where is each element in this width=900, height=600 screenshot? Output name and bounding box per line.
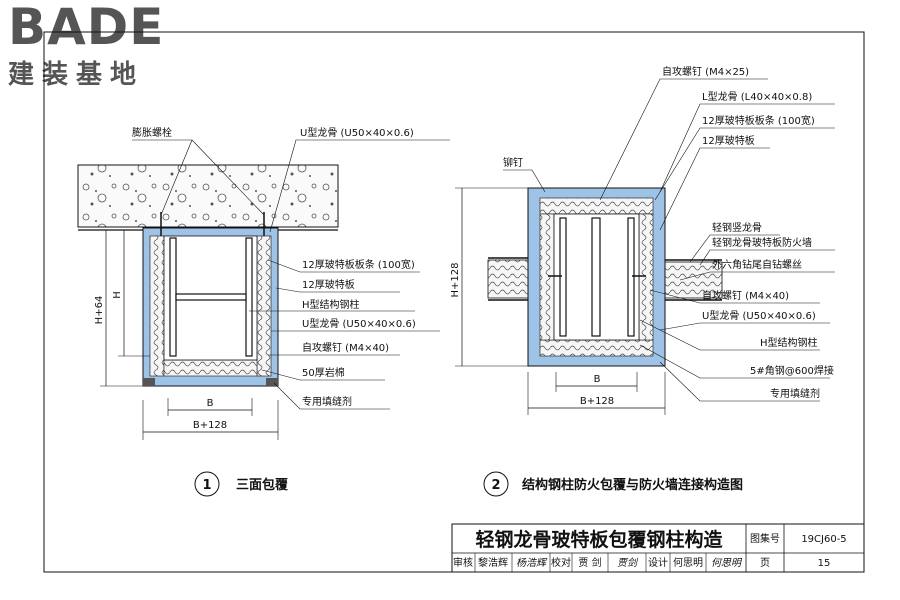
label-l-keel: L型龙骨 (L40×40×0.8) [702,90,812,103]
h-column-1 [169,237,253,357]
title-block: 轻钢龙骨玻特板包覆钢柱构造 图集号 19CJ60-5 审核 黎浩辉 杨浩辉 校对… [451,523,865,573]
atlas-number: 19CJ60-5 [801,534,846,545]
label-sealant-2: 专用填缝剂 [770,387,820,400]
label-rivet: 铆钉 [503,156,523,169]
dim-b-1: B [207,398,214,409]
dim-b-2: B [594,374,601,385]
review-label: 审核 [453,556,473,569]
design-label: 设计 [648,556,668,569]
detail-2-caption: 结构钢柱防火包覆与防火墙连接构造图 [522,477,743,493]
logo-subtitle: 建装基地 [8,60,145,90]
dim-b128-2: B+128 [580,396,614,407]
label-firewall: 轻钢龙骨玻特板防火墙 [712,236,812,249]
detail-2-number: 2 [491,478,500,493]
reviewer-name: 黎浩辉 [478,556,508,569]
dim-b128-1: B+128 [193,420,227,431]
label-h-column-1: H型结构钢柱 [302,298,360,311]
detail-2: B B+128 H+128 自攻螺钉 (M4×25) L型龙骨 (L40×40×… [450,65,835,497]
label-sealant-1: 专用填缝剂 [302,395,352,408]
dim-h128-2: H+128 [450,263,461,298]
label-screw-top: 自攻螺钉 (M4×25) [662,65,749,78]
drawing-title: 轻钢龙骨玻特板包覆钢柱构造 [475,528,723,551]
label-board-1: 12厚玻特板 [302,278,355,291]
dim-h64-1: H+64 [94,296,105,325]
label-strip-2: 12厚玻特板板条 (100宽) [702,114,815,127]
label-expansion-bolt: 膨胀螺栓 [132,126,172,139]
checker-signature: 贾剑 [617,557,639,569]
detail-1: B B+128 H+64 H 膨胀螺栓 U型龙骨 (U50×40×0.6) 12… [77,126,450,497]
detail-1-number: 1 [202,478,211,493]
label-u-keel-top: U型龙骨 (U50×40×0.6) [300,126,414,139]
page-label: 页 [760,557,770,569]
label-angle: 5#角钢@600焊接 [750,364,834,377]
label-strip-1: 12厚玻特板板条 (100宽) [302,258,415,271]
designer-name: 何思明 [673,556,703,569]
label-u-keel-2: U型龙骨 (U50×40×0.6) [702,309,816,322]
label-h-column-2: H型结构钢柱 [760,336,818,349]
h-column-2 [559,217,635,337]
label-stud: 轻钢竖龙骨 [712,221,762,234]
label-hex-screw: 外六角钻尾自钻螺丝 [712,258,802,271]
label-u-keel-1: U型龙骨 (U50×40×0.6) [302,317,416,330]
checker-name: 贾 剑 [578,556,601,569]
detail-2-number-circle [483,471,509,497]
label-rockwool: 50厚岩棉 [302,366,345,379]
logo-brand: BADE [8,0,165,56]
logo: BADE 建装基地 [6,0,181,90]
atlas-label: 图集号 [750,532,780,545]
label-screw-1: 自攻螺钉 (M4×40) [302,341,389,354]
detail-1-number-circle [194,471,220,497]
reviewer-signature: 杨浩辉 [516,557,548,569]
page-number: 15 [818,558,831,569]
designer-signature: 何思明 [711,557,743,569]
check-label: 校对 [551,556,571,569]
detail-1-caption: 三面包覆 [236,477,289,493]
label-screw-2: 自攻螺钉 (M4×40) [702,289,789,302]
concrete-slab [77,164,339,228]
label-board-2: 12厚玻特板 [702,134,755,147]
dim-h-1: H [112,291,123,299]
